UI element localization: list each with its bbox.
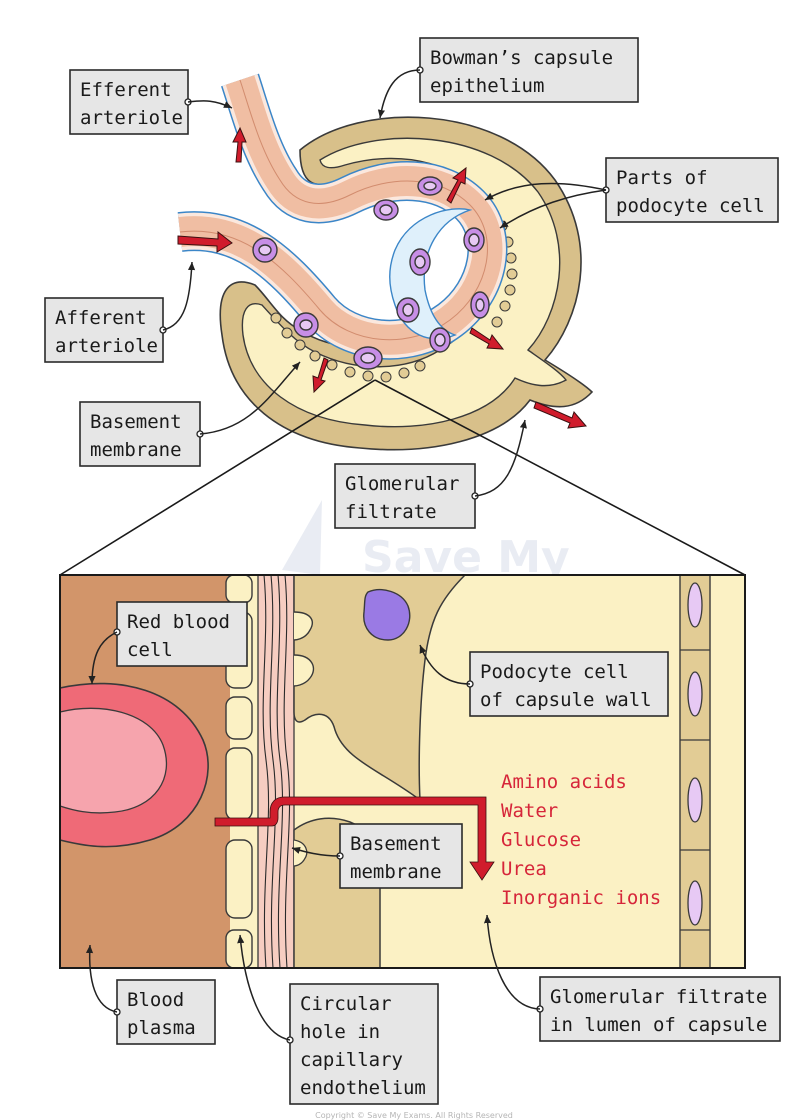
svg-text:membrane: membrane xyxy=(90,439,182,461)
svg-text:Blood: Blood xyxy=(127,989,184,1011)
filtration-arrow-2 xyxy=(469,327,505,350)
blood-cells-top xyxy=(252,176,490,370)
substance-water: Water xyxy=(501,800,558,822)
svg-text:arteriole: arteriole xyxy=(55,335,158,357)
capsule-wall-cells xyxy=(679,574,711,969)
afferent-flow-arrow xyxy=(177,230,233,253)
svg-text:Glomerular: Glomerular xyxy=(345,473,459,495)
filtration-arrow-1 xyxy=(446,166,467,204)
svg-text:hole in: hole in xyxy=(300,1021,380,1043)
flow-arrows-top xyxy=(177,126,587,429)
svg-text:arteriole: arteriole xyxy=(80,107,183,129)
label-basement-membrane-top: Basement membrane xyxy=(79,361,301,467)
label-glomerular-filtrate-lumen: Glomerular filtrate in lumen of capsule xyxy=(483,914,781,1042)
svg-text:Afferent: Afferent xyxy=(55,307,147,329)
label-efferent-arteriole: Efferent arteriole xyxy=(69,69,233,135)
label-podocyte-cell-wall: Podocyte cell of capsule wall xyxy=(419,644,669,717)
svg-text:filtrate: filtrate xyxy=(345,501,437,523)
label-glomerular-filtrate-top: Glomerular filtrate xyxy=(334,419,527,529)
substance-urea: Urea xyxy=(501,858,547,880)
svg-text:Bowman’s capsule: Bowman’s capsule xyxy=(430,47,613,69)
efferent-flow-arrow xyxy=(232,126,247,163)
basement-membrane-fibres xyxy=(257,574,295,969)
zoom-lines xyxy=(59,379,746,576)
label-red-blood-cell: Red blood cell xyxy=(88,601,248,685)
copyright: Copyright © Save My Exams. All Rights Re… xyxy=(315,1111,513,1120)
filtrate-substances: Amino acids Water Glucose Urea Inorganic… xyxy=(501,771,661,909)
svg-text:epithelium: epithelium xyxy=(430,75,544,97)
svg-text:podocyte cell: podocyte cell xyxy=(616,195,765,217)
label-podocyte-parts: Parts of podocyte cell xyxy=(484,157,779,229)
substance-glucose: Glucose xyxy=(501,829,581,851)
svg-text:Circular: Circular xyxy=(300,993,392,1015)
svg-text:cell: cell xyxy=(127,639,173,661)
svg-text:Podocyte cell: Podocyte cell xyxy=(480,661,629,683)
svg-text:endothelium: endothelium xyxy=(300,1077,426,1099)
substance-amino-acids: Amino acids xyxy=(501,771,627,793)
svg-text:Basement: Basement xyxy=(350,833,442,855)
svg-text:Basement: Basement xyxy=(90,411,182,433)
podocyte-nucleus xyxy=(363,588,411,641)
svg-text:plasma: plasma xyxy=(127,1017,196,1039)
label-afferent-arteriole: Afferent arteriole xyxy=(44,261,196,363)
svg-text:Red blood: Red blood xyxy=(127,611,230,633)
filtration-arrow-3 xyxy=(312,357,329,394)
glomerular-capillary xyxy=(177,73,508,360)
label-bowmans-capsule: Bowman’s capsule epithelium xyxy=(377,37,639,119)
filtration-path-arrow xyxy=(214,796,495,881)
svg-text:of capsule wall: of capsule wall xyxy=(480,689,652,711)
substance-inorganic-ions: Inorganic ions xyxy=(501,887,661,909)
svg-text:Efferent: Efferent xyxy=(80,79,172,101)
filtrate-out-arrow xyxy=(533,401,587,429)
svg-text:Glomerular filtrate: Glomerular filtrate xyxy=(550,986,767,1008)
podocyte-cell-shape xyxy=(293,574,467,802)
svg-text:membrane: membrane xyxy=(350,861,442,883)
svg-text:Parts of: Parts of xyxy=(616,167,708,189)
svg-text:in lumen of capsule: in lumen of capsule xyxy=(550,1014,767,1036)
label-circular-hole: Circular hole in capillary endothelium xyxy=(237,934,439,1105)
label-basement-membrane-bottom: Basement membrane xyxy=(291,823,463,889)
label-blood-plasma: Blood plasma xyxy=(85,944,216,1045)
svg-text:capillary: capillary xyxy=(300,1049,403,1071)
